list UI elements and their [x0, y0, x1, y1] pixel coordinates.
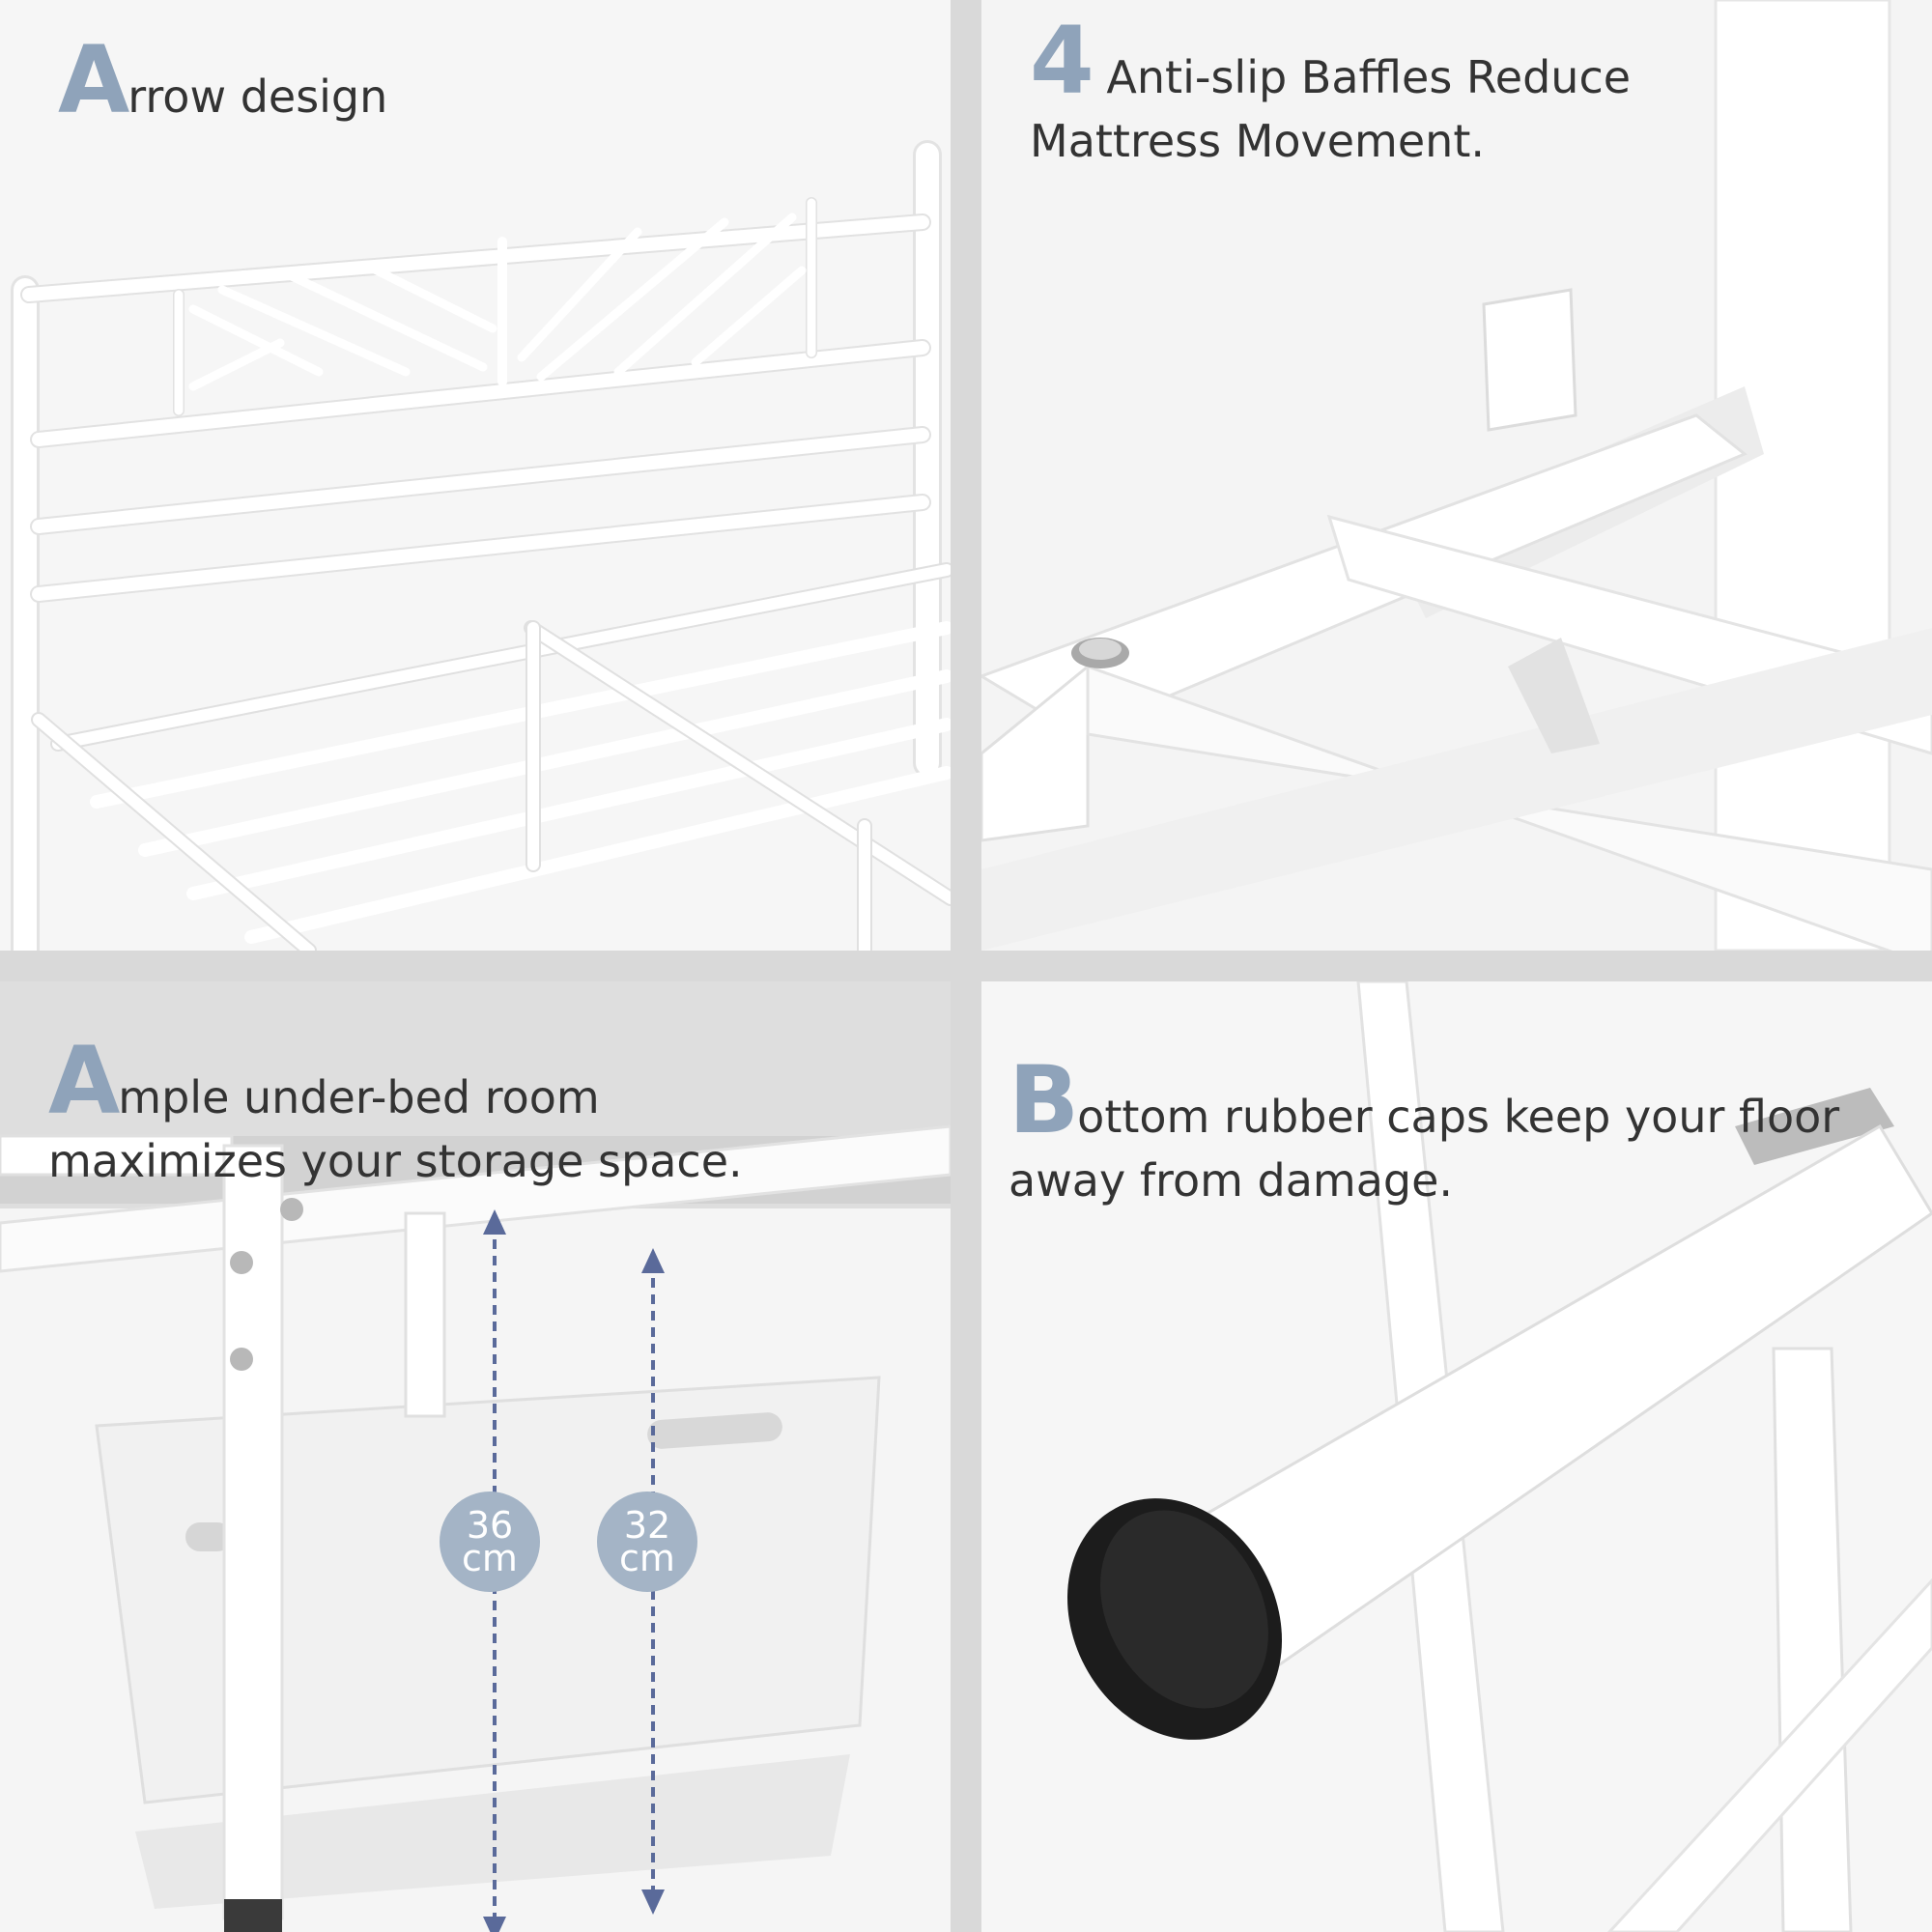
- rubber-cap-illustration: [1067, 981, 1932, 1932]
- height-badge-32cm: 32 cm: [597, 1492, 697, 1592]
- badge-number: 36: [466, 1504, 514, 1547]
- headboard-illustration: [11, 140, 951, 951]
- caption-line-2: Mattress Movement.: [1030, 115, 1485, 167]
- caption-initial: A: [48, 1027, 120, 1135]
- badge-number: 32: [623, 1504, 671, 1547]
- panel-under-bed-storage: 36 cm 32 cm Ample under-bed room maximiz…: [0, 981, 951, 1932]
- storage-caption: Ample under-bed room maximizes your stor…: [48, 1035, 743, 1193]
- caption-initial: A: [58, 26, 129, 134]
- caption-text: rrow design: [128, 71, 388, 123]
- caption-text: ottom rubber caps keep your floor: [1077, 1091, 1840, 1143]
- panel-anti-slip-baffles: 4 Anti-slip Baffles Reduce Mattress Move…: [981, 0, 1932, 951]
- caption-initial: B: [1009, 1046, 1079, 1154]
- caption-text: mple under-bed room: [118, 1071, 600, 1123]
- badge-unit: cm: [462, 1537, 518, 1579]
- storage-illustration: [0, 981, 951, 1932]
- caption-line-1: Ample under-bed room: [48, 1035, 743, 1129]
- caption-initial: 4: [1030, 7, 1094, 115]
- caption-text: Anti-slip Baffles Reduce: [1092, 51, 1632, 103]
- caption-line-1: 4 Anti-slip Baffles Reduce: [1030, 14, 1632, 109]
- caption-line-1: Bottom rubber caps keep your floor: [1009, 1054, 1840, 1149]
- caption-line-2: maximizes your storage space.: [48, 1135, 743, 1187]
- panel-arrow-design: Arrow design: [0, 0, 951, 951]
- baffle-illustration: [981, 0, 1932, 951]
- rubber-caps-caption: Bottom rubber caps keep your floor away …: [1009, 1054, 1840, 1212]
- caption-line-2: away from damage.: [1009, 1154, 1454, 1207]
- panel-rubber-caps: Bottom rubber caps keep your floor away …: [981, 981, 1932, 1932]
- arrow-design-caption: Arrow design: [58, 34, 388, 128]
- badge-unit: cm: [619, 1537, 675, 1579]
- anti-slip-caption: 4 Anti-slip Baffles Reduce Mattress Move…: [1030, 14, 1632, 173]
- height-badge-36cm: 36 cm: [440, 1492, 540, 1592]
